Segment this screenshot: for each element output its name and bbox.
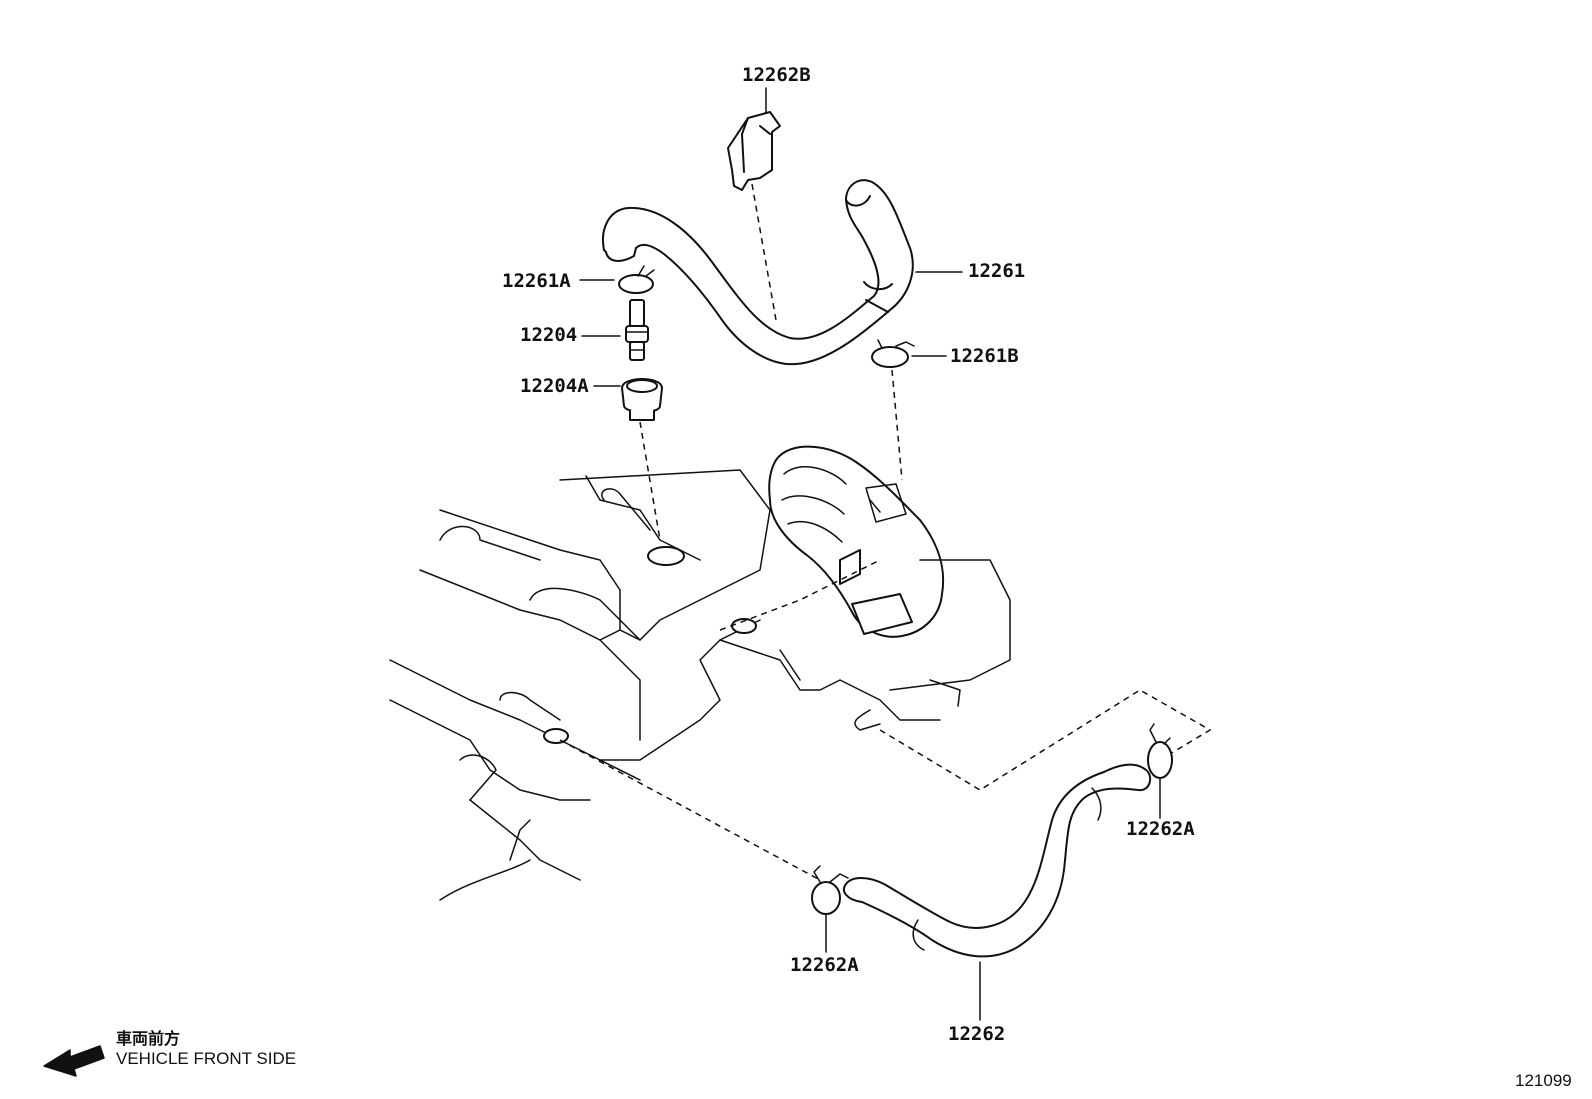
legend-japanese: 車両前方 (116, 1029, 181, 1048)
label-clip-12262a-right: 12262A (1126, 818, 1195, 840)
label-hose-12261: 12261 (968, 260, 1026, 282)
label-grommet-12204a: 12204A (520, 375, 589, 397)
engine-head (389, 469, 941, 901)
label-clamp-12262b: 12262B (742, 64, 811, 86)
vehicle-front-arrow-icon (43, 1045, 105, 1077)
hose-clamp-12262b (727, 111, 781, 191)
diagram-id: 121099 (1515, 1071, 1572, 1090)
intake-elbow (768, 445, 1011, 707)
label-clip-12262a-left: 12262A (790, 954, 859, 976)
clip-12262a-right (1147, 723, 1173, 779)
label-clip-12261b: 12261B (950, 345, 1019, 367)
clip-12262a-left (811, 865, 849, 915)
lower-hose-12262 (843, 763, 1152, 958)
grommet-12204a (621, 378, 663, 421)
upper-hose-12261 (602, 179, 914, 366)
clip-12261b (871, 339, 915, 368)
label-hose-12262: 12262 (948, 1023, 1006, 1045)
legend-english: VEHICLE FRONT SIDE (116, 1049, 297, 1068)
label-pcv-valve-12204: 12204 (520, 324, 578, 346)
pcv-valve-12204 (625, 299, 649, 361)
label-clip-12261a: 12261A (502, 270, 571, 292)
clip-12261a (618, 265, 655, 294)
